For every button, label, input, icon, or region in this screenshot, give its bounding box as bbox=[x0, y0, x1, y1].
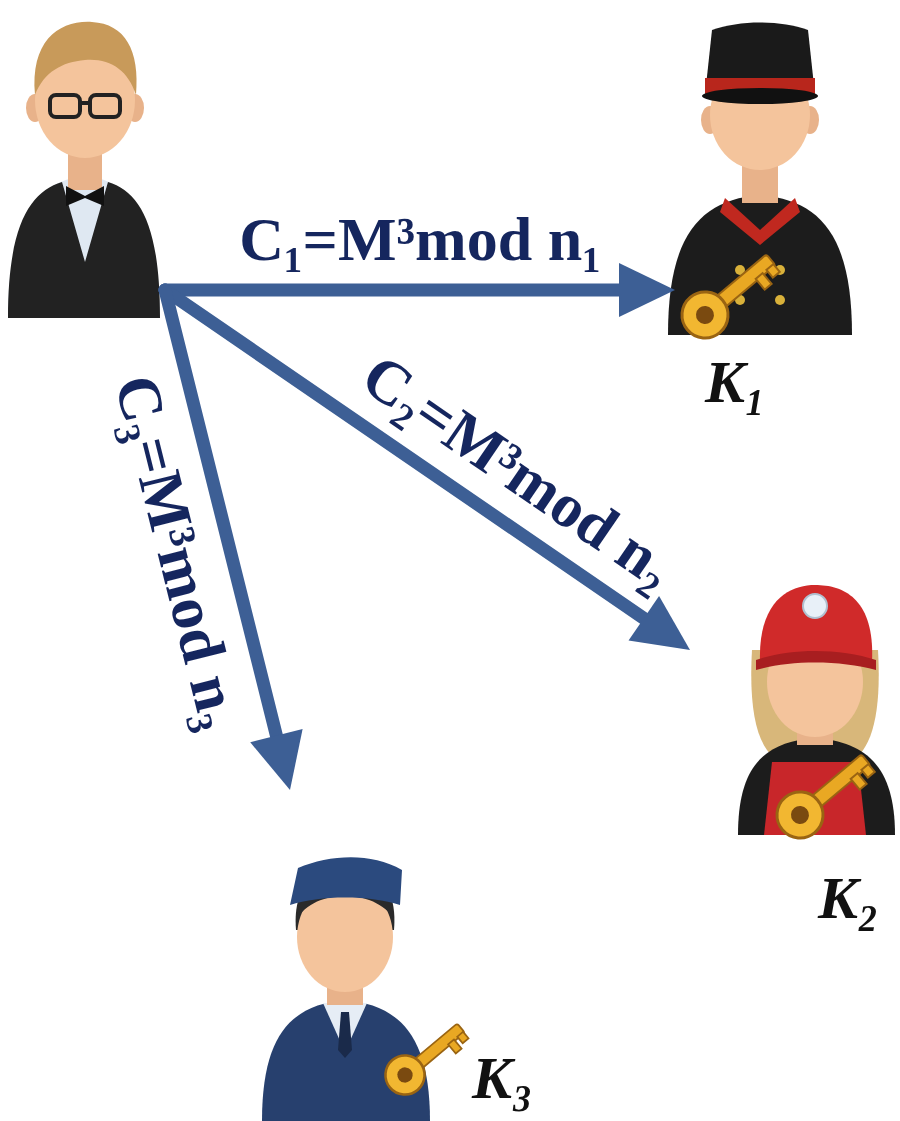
arrow-head bbox=[619, 263, 675, 317]
person-node: K₁ bbox=[675, 0, 865, 430]
edge-label-holder: C₁=M³mod n₁ bbox=[239, 205, 601, 273]
bellhop-figure bbox=[668, 23, 852, 348]
arrow-line bbox=[165, 284, 627, 297]
person-node bbox=[0, 0, 165, 290]
cap-woman-figure bbox=[738, 585, 895, 847]
cipher-formula: C₂=M³mod n₂ bbox=[351, 341, 688, 602]
sender-figure bbox=[8, 22, 160, 318]
key-label: K₁ bbox=[705, 352, 766, 412]
officer-figure bbox=[262, 857, 474, 1121]
key-label: K₃ bbox=[472, 1048, 533, 1108]
edge-label-holder: C₂=M³mod n₂ bbox=[351, 341, 688, 602]
person-node: K₂ bbox=[690, 560, 900, 960]
arrow-head bbox=[629, 596, 690, 650]
person-node: K₃ bbox=[250, 790, 560, 1118]
arrow-head bbox=[250, 729, 302, 790]
key-label: K₂ bbox=[818, 868, 879, 928]
cipher-formula: C₁=M³mod n₁ bbox=[239, 205, 601, 273]
